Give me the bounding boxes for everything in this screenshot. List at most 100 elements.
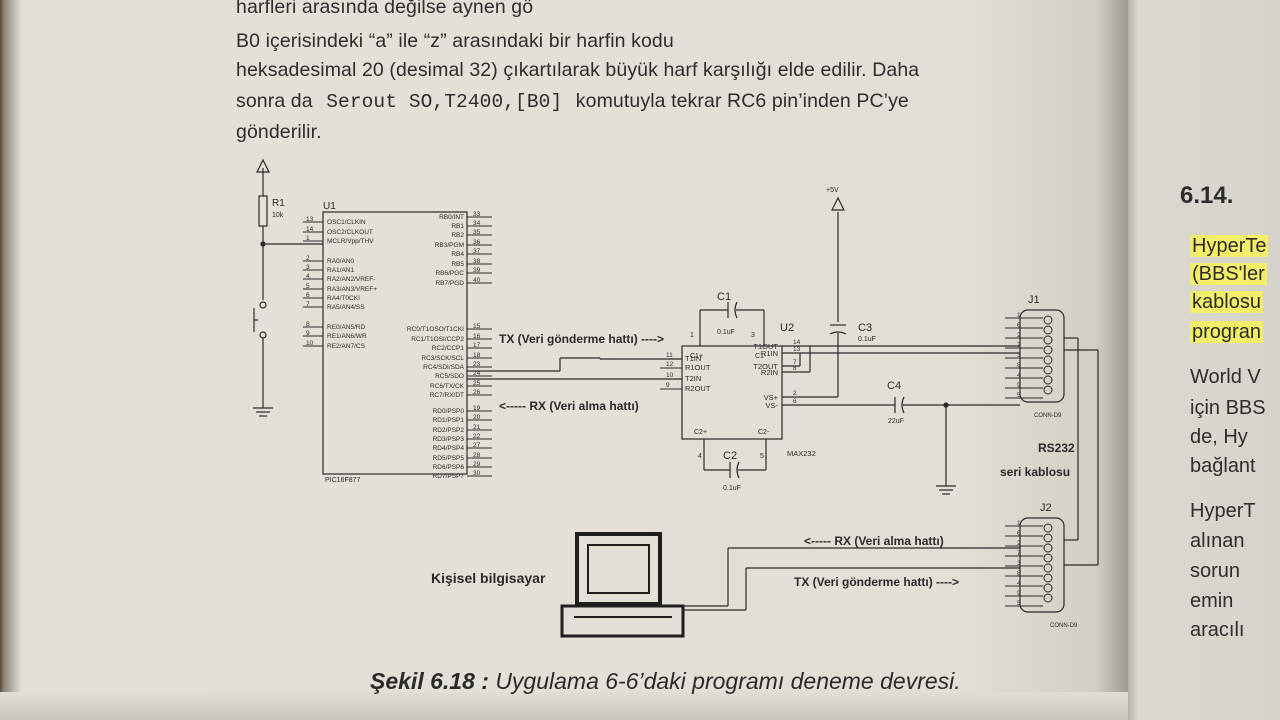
u2-right-pin-name: VS+ — [764, 393, 779, 402]
cable-label-line1: RS232 — [1038, 441, 1075, 455]
right-line-6: için BBS — [1190, 397, 1266, 419]
u1-right-pin-number: 27 — [473, 442, 481, 449]
u1-right-pin-name: RD0/PSP0 — [433, 408, 465, 415]
right-line-11: sorun — [1190, 560, 1241, 582]
u1-right-pin-name: RC3/SCK/SCL — [421, 355, 464, 362]
j2-pin-number: 9 — [1017, 590, 1021, 597]
r1-value: 10k — [272, 212, 284, 219]
right-line-10: alınan — [1190, 530, 1245, 552]
u1-right-pin-number: 19 — [473, 405, 481, 412]
j1-pin-number: 5 — [1017, 392, 1021, 399]
right-line-1: HyperTe — [1190, 235, 1269, 257]
u1-left-pin-number: 5 — [306, 283, 310, 290]
u2-left-pin-number: 11 — [666, 352, 673, 359]
right-line-12: emin — [1190, 590, 1234, 612]
u1-right-pin-name: RB1 — [451, 223, 464, 230]
right-line-13: aracılı — [1190, 619, 1245, 641]
u1-right-pin-name: RD2/PSP2 — [433, 427, 465, 434]
u1-right-pin-name: RD3/PSP3 — [433, 436, 465, 443]
u1-right-pin-name: RB7/PGD — [435, 280, 464, 287]
u1-left-pin-name: RA0/AN0 — [327, 258, 354, 265]
j2-ref: J2 — [1040, 502, 1052, 514]
u1-left-pin-name: RA1/AN1 — [327, 267, 354, 274]
c1-value: 0.1uF — [717, 329, 735, 336]
serout-code: Serout SO,T2400,[B0] — [326, 91, 563, 113]
rx-mcu-label: <----- RX (Veri alma hattı) — [499, 399, 639, 413]
u2-right-pin-number: 13 — [793, 346, 801, 353]
u2-c1plus: C1+ — [690, 353, 703, 360]
j1-pin-number: 8 — [1017, 362, 1021, 369]
right-section-number: 6.14. — [1180, 182, 1234, 209]
page-bottom-shadow — [0, 692, 1130, 720]
j1-pin-number: 2 — [1017, 332, 1021, 339]
u2-left-pin-name: R2OUT — [685, 384, 711, 393]
u1-left-pin-number: 1 — [306, 235, 310, 242]
u1-left-pin-number: 14 — [306, 226, 314, 233]
j1-pin-number: 7 — [1017, 342, 1021, 349]
j1-part: CONN-D9 — [1034, 413, 1062, 419]
tx-mcu-label: TX (Veri gönderme hattı) ----> — [499, 332, 664, 346]
u1-left-pin-name: RA5/AN4/SS — [327, 304, 365, 311]
u1-right-pin-number: 15 — [473, 323, 481, 330]
u2-left-pin-name: T2IN — [685, 374, 701, 383]
u1-right-pin-number: 29 — [473, 461, 481, 468]
u2-c2minus: C2- — [758, 429, 770, 436]
u1-left-pin-number: 8 — [306, 321, 310, 328]
c2-ref: C2 — [723, 450, 737, 462]
u1-right-pin-name: RB3/PGM — [435, 242, 464, 249]
u2-left-pin-number: 10 — [666, 372, 674, 379]
c2-value: 0.1uF — [723, 485, 741, 492]
u1-right-pin-number: 37 — [473, 248, 481, 255]
u1-right-pin-name: RC5/SDO — [435, 373, 464, 380]
u1-right-pin-number: 25 — [473, 380, 481, 387]
c3-value: 0.1uF — [858, 336, 876, 343]
u1-right-pin-number: 20 — [473, 414, 481, 421]
right-line-2: (BBS'ler — [1190, 263, 1267, 285]
right-line-8: bağlant — [1190, 455, 1256, 477]
u1-right-pin-number: 21 — [473, 424, 481, 431]
j2-pin-number: 1 — [1017, 520, 1021, 527]
j1-pin-number: 4 — [1017, 372, 1021, 379]
u2-right-pin-number: 2 — [793, 390, 797, 397]
u2-left-pin-number: 9 — [666, 382, 670, 389]
u1-left-pin-number: 3 — [306, 264, 310, 271]
figure-title: Uygulama 6-6’daki programı deneme devres… — [495, 668, 961, 694]
j2-pin-number: 8 — [1017, 570, 1021, 577]
u1-left-pin-number: 4 — [306, 273, 310, 280]
text-line-4-start: sonra da — [236, 90, 313, 112]
u2-left-pin-name: T1IN — [685, 354, 701, 363]
c4-value: 22uF — [888, 418, 904, 425]
u1-right-pin-number: 28 — [473, 452, 481, 459]
u1-left-pin-name: OSC2/CLKOUT — [327, 229, 373, 236]
j1-ref: J1 — [1028, 294, 1040, 306]
u1-right-pin-name: RD6/PSP6 — [433, 464, 465, 471]
right-line-5: World V — [1190, 366, 1261, 388]
text-line-2: B0 içerisindeki “a” ile “z” arasındaki b… — [236, 30, 674, 52]
u1-right-pin-name: RC2/CCP1 — [432, 345, 465, 352]
u1-right-pin-name: RD4/PSP4 — [433, 445, 465, 452]
u2-pin3: 3 — [751, 332, 755, 339]
cable-label-line2: seri kablosu — [1000, 465, 1070, 479]
u1-right-pin-number: 38 — [473, 258, 481, 265]
u1-right-pin-number: 33 — [473, 211, 481, 218]
right-line-7: de, Hy — [1190, 426, 1248, 448]
u1-left-pin-name: RA2/AN2/VREF- — [327, 276, 375, 283]
u2-right-pin-name: T1OUT — [753, 342, 778, 351]
u1-left-pin-name: OSC1/CLKIN — [327, 219, 366, 226]
tx-pc-label: TX (Veri gönderme hattı) ----> — [794, 575, 959, 589]
text-line-3: heksadesimal 20 (desimal 32) çıkartılara… — [236, 59, 920, 81]
u1-left-pin-name: RE2/AN7/CS — [327, 343, 366, 350]
text-line-5: gönderilir. — [236, 121, 322, 143]
u1-right-pin-number: 40 — [473, 277, 481, 284]
u2-right-pin-number: 8 — [793, 365, 797, 372]
j2-pin-number: 6 — [1017, 530, 1021, 537]
j2-pin-number: 2 — [1017, 540, 1021, 547]
c3-ref: C3 — [858, 322, 872, 334]
u2-right-pin-name: R2IN — [761, 368, 778, 377]
u1-ref: U1 — [323, 201, 336, 212]
supply-label: +5V — [826, 187, 839, 194]
u1-right-pin-number: 26 — [473, 389, 481, 396]
u1-right-pin-name: RB4 — [451, 251, 464, 258]
j1-pin-number: 9 — [1017, 382, 1021, 389]
